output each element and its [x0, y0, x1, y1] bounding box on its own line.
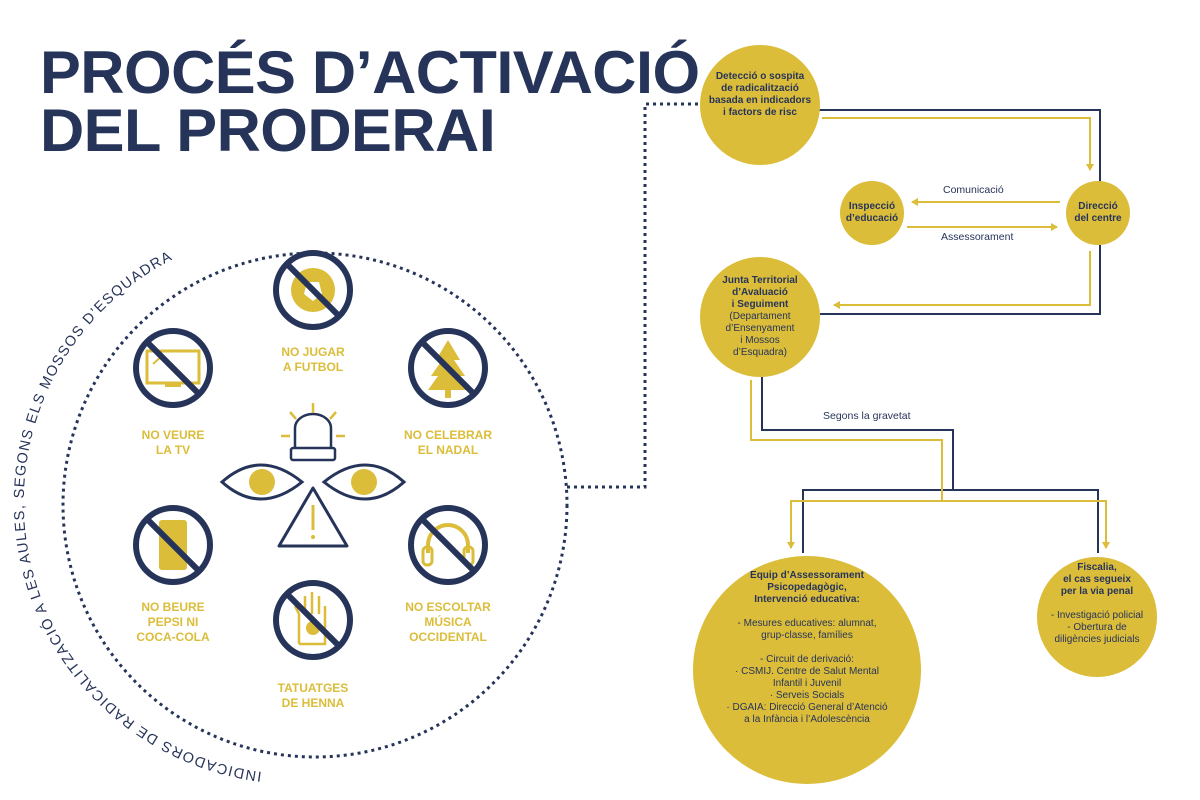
circle-caption: INDICADORS DE RADICALITZACIÓ A LES AULES…: [12, 248, 263, 784]
eye-left-icon: [219, 463, 305, 501]
headphones-icon: [408, 505, 488, 585]
dashed-connector: [567, 102, 705, 489]
communication-label: Comunicació: [943, 184, 1004, 196]
title-line-1: PROCÉS D’ACTIVACIÓ: [40, 39, 700, 106]
soda-can-icon: [133, 505, 213, 585]
junta-circle: [700, 257, 820, 377]
severity-label: Segons la gravetat: [823, 410, 911, 422]
tv-icon: [133, 328, 213, 408]
page-title: PROCÉS D’ACTIVACIÓ DEL PRODERAI: [40, 39, 700, 164]
eye-right-icon: [321, 463, 407, 501]
football-icon: [273, 250, 353, 330]
prosecutor-circle: [1037, 557, 1157, 677]
advice-label: Assessorament: [941, 231, 1014, 243]
direction-circle: [1066, 181, 1130, 245]
warning-triangle-icon: [277, 486, 349, 548]
flow-lines: [750, 109, 1110, 553]
alarm-light-icon: [281, 403, 345, 462]
title-line-2: DEL PRODERAI: [40, 97, 496, 164]
christmas-tree-icon: [408, 328, 488, 408]
indicators-dotted-circle: [61, 251, 569, 759]
eap-circle: [693, 556, 921, 784]
detection-circle: [700, 45, 820, 165]
henna-hand-icon: [273, 580, 353, 660]
inspection-circle: [840, 181, 904, 245]
